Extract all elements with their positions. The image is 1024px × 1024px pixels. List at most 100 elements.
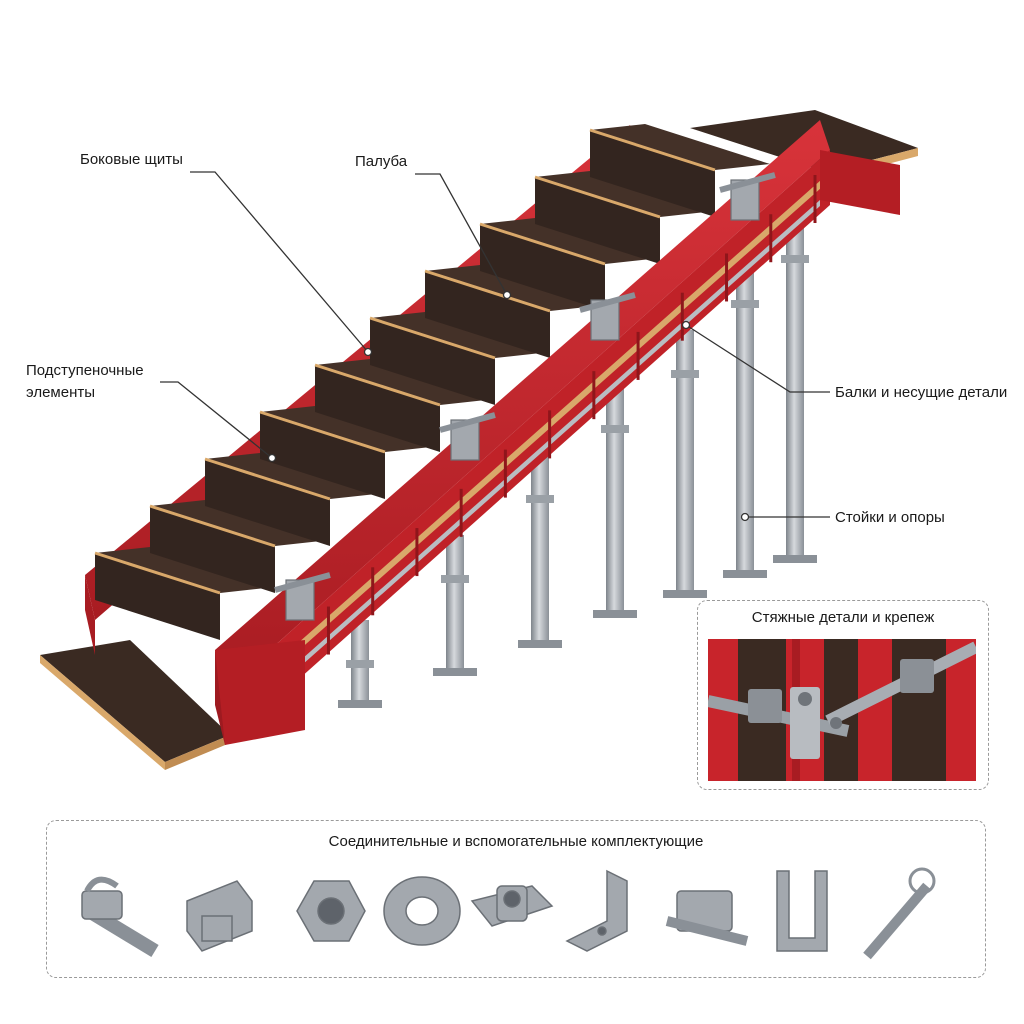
label-side-panels: Боковые щиты [80,151,183,168]
step-edge [369,316,496,360]
stair-step [534,171,715,264]
stair-step [94,547,275,640]
clamp-rod [274,572,331,593]
step-riser [205,459,330,546]
step-tread [205,453,385,499]
support-post [518,455,562,648]
clamp-screw-icon [81,876,159,957]
step-edge [589,128,716,172]
wedge-clamp-icon [186,880,253,952]
support-post [723,260,767,578]
post-collar [671,370,699,378]
leader-lines [160,171,830,522]
accessories-panel: Соединительные и вспомогательные комплек… [46,820,986,978]
step-edge [534,175,661,219]
post-base-plate [433,668,477,676]
parts-panel-title: Соединительные и вспомогательные комплек… [328,833,704,850]
stair-step [204,453,385,546]
step-riser [150,506,275,593]
stair-step [314,359,495,452]
step-riser [535,177,660,264]
label-riser-elements: Подступеночные элементы [26,362,144,401]
clamp-rod [439,412,496,433]
post-base-plate [518,640,562,648]
bottom-landing-deck [40,640,230,770]
stair-step [589,124,770,217]
panel-clamps [274,172,776,621]
clamp-rod [719,172,776,193]
support-post [338,620,382,708]
accessory-icons-row [81,867,936,960]
support-post [663,330,707,598]
post-tube [446,535,464,668]
post-collar [731,300,759,308]
clamp-rod [579,292,636,313]
step-tread [425,265,605,311]
stair-step [424,265,605,358]
step-edge [204,457,331,501]
step-tread [150,500,330,546]
stair-steps [94,124,770,640]
step-riser [590,130,715,217]
post-tube [531,455,549,640]
post-base-plate [593,610,637,618]
step-tread [480,218,660,264]
step-riser [315,365,440,452]
beam-end-block [215,150,900,745]
post-tube [676,330,694,590]
post-tube [786,215,804,555]
label-deck: Палуба [355,153,408,170]
fasteners-inset: Стяжные детали и крепеж [697,600,989,790]
pin-with-ring-icon [863,867,936,960]
post-tube [606,385,624,610]
label-beams: Балки и несущие детали [835,384,1008,401]
panel-clamp [274,572,331,621]
tie-clamp-icon [665,890,749,946]
post-base-plate [773,555,817,563]
panel-clamp [579,292,636,341]
angle-bracket-icon [565,869,628,952]
anchor-nut-plate-icon [470,885,554,927]
panel-clamp [719,172,776,221]
step-edge [479,222,606,266]
label-posts: Стойки и опоры [835,509,945,526]
stair-step [369,312,550,405]
post-base-plate [663,590,707,598]
clamp-body [285,579,315,621]
support-post [773,215,817,563]
step-tread [535,171,715,217]
post-collar [601,425,629,433]
post-collar [781,255,809,263]
step-tread [260,406,440,452]
step-riser [95,553,220,640]
support-posts [338,215,817,708]
step-edge [259,410,386,454]
inset-title: Стяжные детали и крепеж [751,609,935,626]
panel-clamp [439,412,496,461]
post-collar [526,495,554,503]
stair-step [149,500,330,593]
stair-step [479,218,660,311]
support-post [593,385,637,618]
hex-nut-icon [296,880,366,942]
support-post [433,535,477,676]
step-riser [260,412,385,499]
post-collar [346,660,374,668]
u-bracket-icon [776,870,828,952]
post-collar [441,575,469,583]
step-tread [315,359,495,405]
post-base-plate [338,700,382,708]
step-edge [314,363,441,407]
step-riser [370,318,495,405]
step-tread [590,124,770,170]
step-tread [95,547,275,593]
step-tread [370,312,550,358]
step-edge [424,269,551,313]
flat-washer-icon [383,876,461,946]
post-base-plate [723,570,767,578]
stair-step [259,406,440,499]
step-edge [94,551,221,595]
step-edge [149,504,276,548]
step-riser [480,224,605,311]
